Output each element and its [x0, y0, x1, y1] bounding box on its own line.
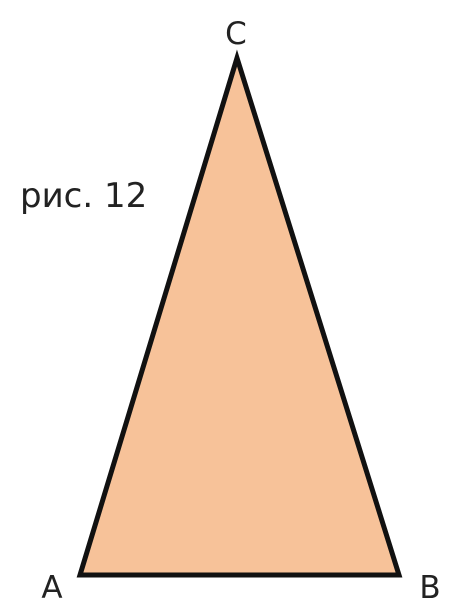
- vertex-label-b: B: [419, 570, 440, 606]
- figure-caption: рис. 12: [20, 176, 147, 216]
- vertex-label-c: C: [225, 16, 247, 52]
- triangle-abc: [76, 49, 403, 578]
- vertex-label-a: A: [41, 570, 62, 606]
